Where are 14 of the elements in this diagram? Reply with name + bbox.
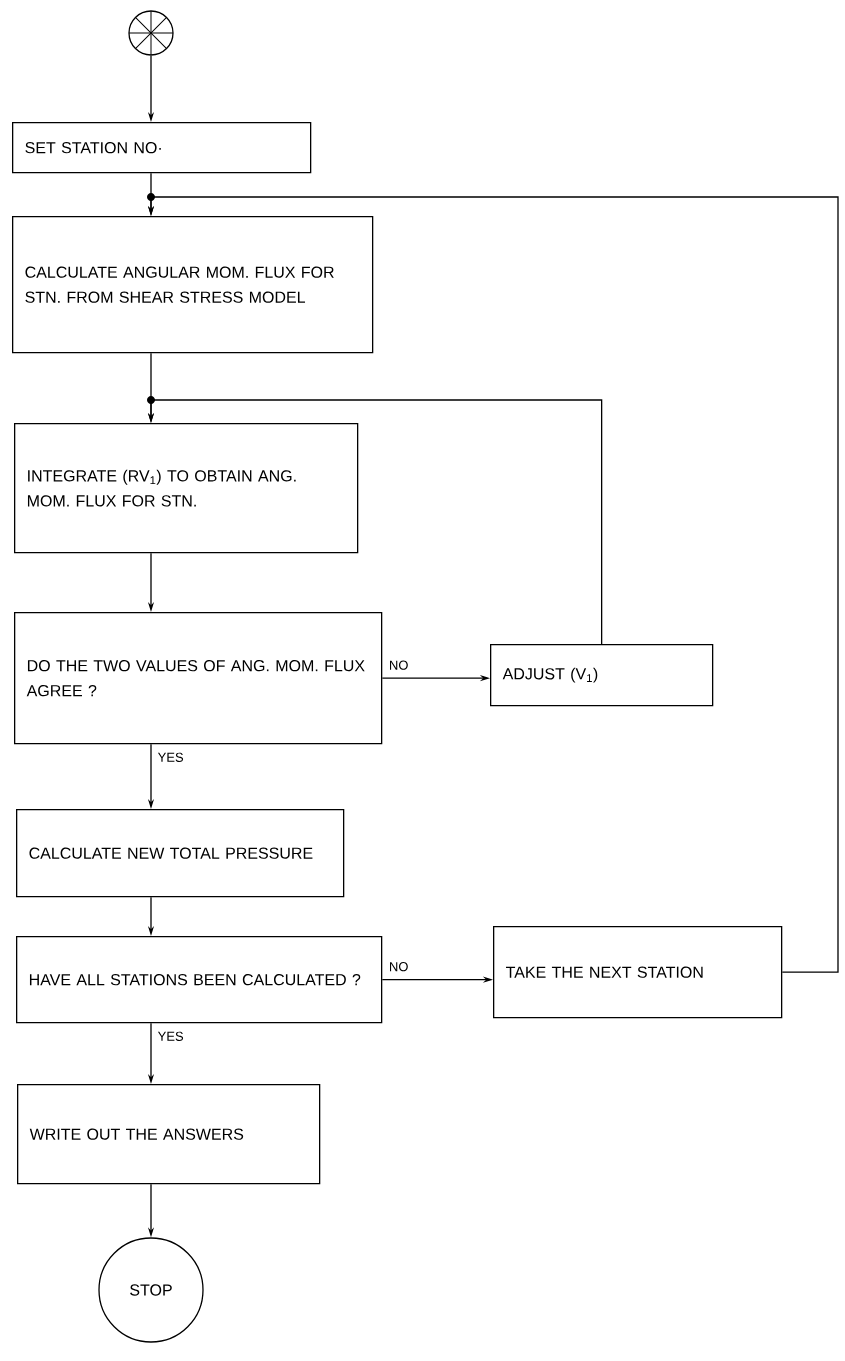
process-box: HAVE ALL STATIONS BEEN CALCULATED ? <box>16 936 383 1024</box>
process-box: DO THE TWO VALUES OF ANG. MOM. FLUX AGREE ? <box>14 612 383 745</box>
start-wheel-symbol <box>128 10 174 56</box>
process-box: TAKE THE NEXT STATION <box>493 926 783 1019</box>
edge-label: YES <box>156 1030 185 1042</box>
process-box: WRITE OUT THE ANSWERS <box>17 1084 321 1185</box>
process-box: SET STATION NO· <box>12 122 312 174</box>
process-box: ADJUST (V$_{1}$) <box>490 644 714 707</box>
edge-label: NO <box>387 961 410 973</box>
edge-label: YES <box>156 751 185 763</box>
edge-label: NO <box>387 659 410 671</box>
process-box: INTEGRATE (RV$_{1}$) TO OBTAIN ANG. MOM. FLUX FOR STN. <box>14 423 359 554</box>
process-box: CALCULATE ANGULAR MOM. FLUX FOR STN. FROM SHEAR STRESS MODEL <box>12 216 374 354</box>
process-box: CALCULATE NEW TOTAL PRESSURE <box>16 809 345 898</box>
